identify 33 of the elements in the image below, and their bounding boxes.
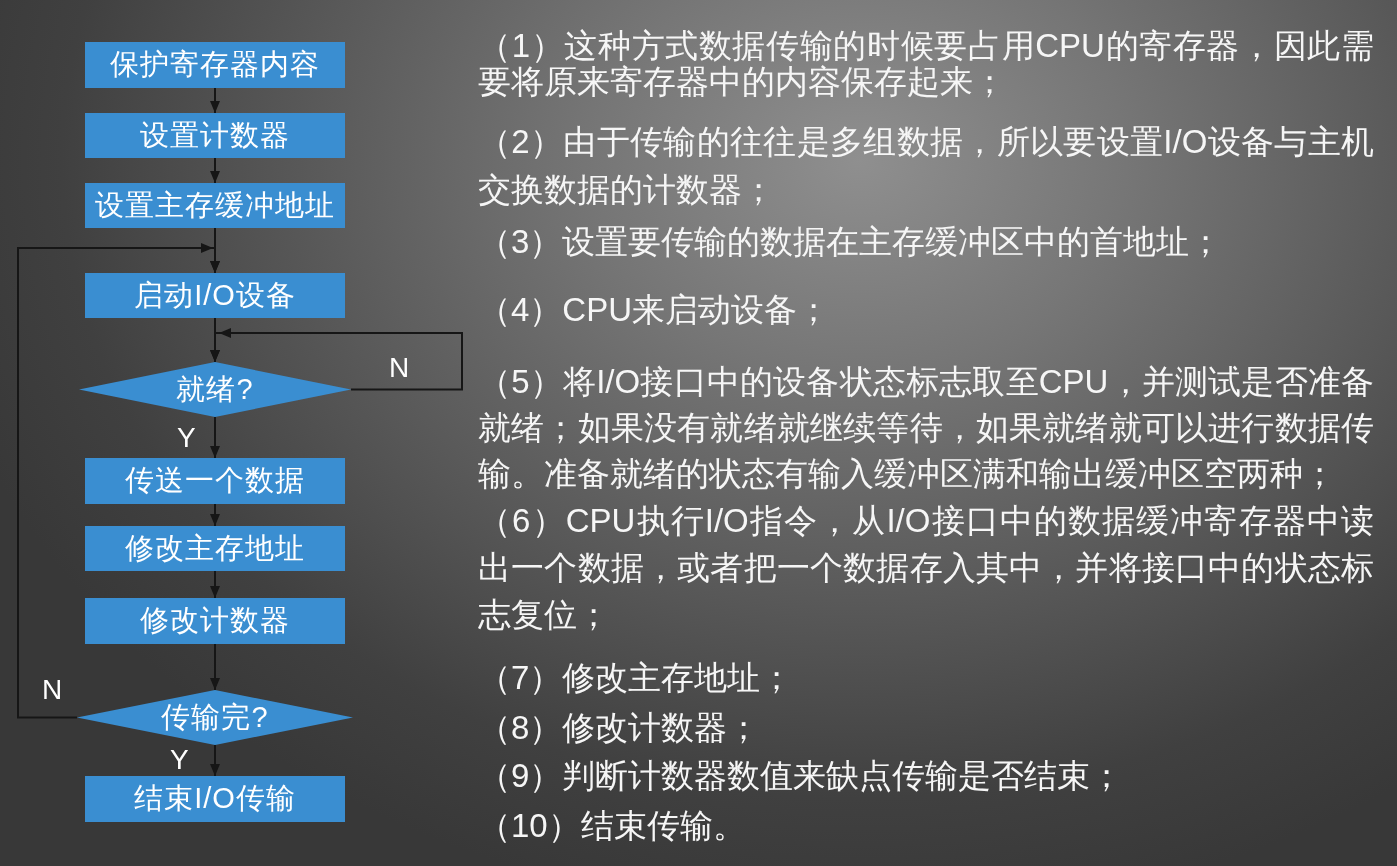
arrow bbox=[210, 416, 220, 459]
arrow bbox=[210, 328, 463, 391]
numbered-note: （3）设置要传输的数据在主存缓冲区中的首地址； bbox=[478, 222, 1224, 262]
edge-label: Y bbox=[177, 424, 196, 452]
numbered-note: （4）CPU来启动设备； bbox=[478, 290, 832, 330]
process-box: 修改主存地址 bbox=[85, 526, 345, 571]
arrow bbox=[17, 243, 220, 719]
arrow bbox=[210, 157, 220, 184]
numbered-note: （8）修改计数器； bbox=[478, 708, 762, 748]
process-box: 传送一个数据 bbox=[85, 458, 345, 504]
numbered-note: （1）这种方式数据传输的时候要占用CPU的寄存器，因此需要将原来寄存器中的内容保存起来； bbox=[478, 28, 1374, 100]
numbered-note: （6）CPU执行I/O指令，从I/O接口中的数据缓冲寄存器中读出一个数据，或者把一个数据存入其中，并将接口中的状态标志复位； bbox=[478, 501, 1374, 635]
arrow bbox=[210, 503, 220, 527]
numbered-note: （2）由于传输的往往是多组数据，所以要设置I/O设备与主机交换数据的计数器； bbox=[478, 122, 1374, 210]
arrow bbox=[210, 744, 220, 777]
process-box: 启动I/O设备 bbox=[85, 273, 345, 318]
arrow bbox=[210, 570, 220, 599]
arrow bbox=[210, 87, 220, 114]
process-box: 保护寄存器内容 bbox=[85, 42, 345, 88]
numbered-note: （7）修改主存地址； bbox=[478, 658, 795, 698]
arrow bbox=[210, 643, 220, 691]
edge-label: Y bbox=[170, 746, 189, 774]
edge-label: N bbox=[42, 676, 63, 704]
decision-diamond: 传输完? bbox=[77, 690, 353, 745]
process-box: 结束I/O传输 bbox=[85, 776, 345, 822]
numbered-note: （5）将I/O接口中的设备状态标志取至CPU，并测试是否准备就绪；如果没有就绪就继续等待，如果就绪就可以进行数据传输。准备就绪的状态有输入缓冲区满和输出缓冲区空两种； bbox=[478, 362, 1374, 494]
process-box: 修改计数器 bbox=[85, 598, 345, 644]
process-box: 设置主存缓冲地址 bbox=[85, 183, 345, 228]
edge-label: N bbox=[389, 354, 410, 382]
numbered-note: （10）结束传输。 bbox=[478, 806, 747, 846]
process-box: 设置计数器 bbox=[85, 113, 345, 158]
decision-diamond: 就绪? bbox=[79, 362, 351, 417]
numbered-note: （9）判断计数器数值来缺点传输是否结束； bbox=[478, 756, 1125, 796]
